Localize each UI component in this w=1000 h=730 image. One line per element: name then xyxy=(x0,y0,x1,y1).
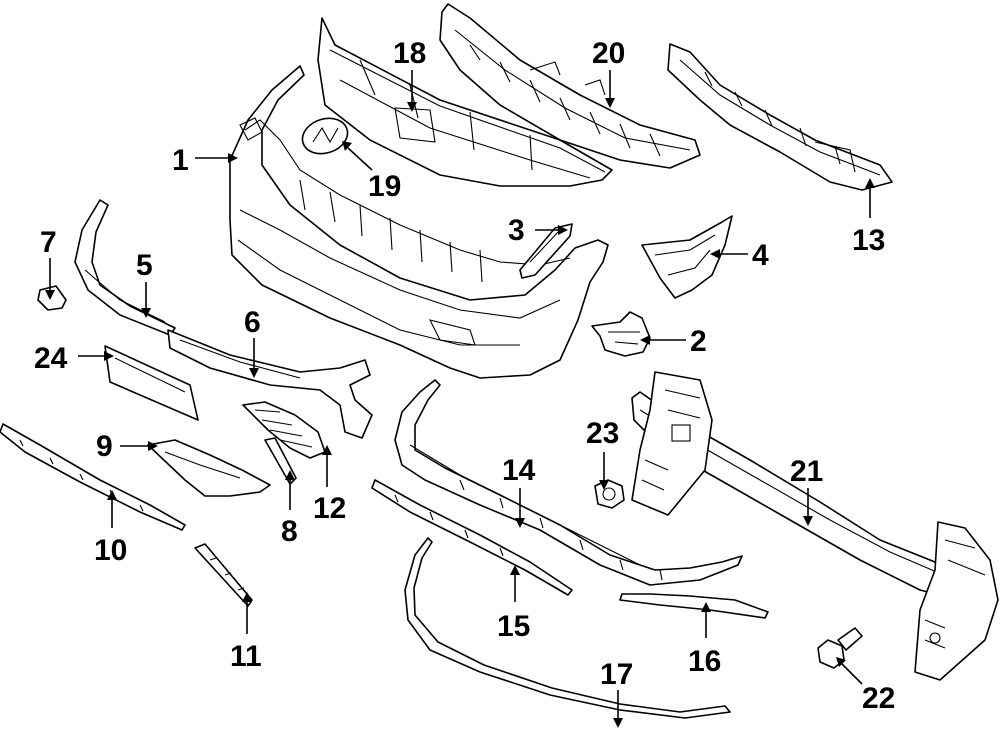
part-18-upper-grille[interactable] xyxy=(317,17,613,187)
callout-13: 13 xyxy=(852,224,885,257)
callout-1: 1 xyxy=(172,144,189,177)
callout-4: 4 xyxy=(752,239,769,272)
part-6-lower-molding[interactable] xyxy=(167,329,373,439)
part-19-emblem[interactable] xyxy=(298,113,352,160)
part-3-bracket[interactable] xyxy=(519,223,573,279)
callout-2: 2 xyxy=(690,325,707,358)
callout-15: 15 xyxy=(497,610,530,643)
part-5-molding[interactable] xyxy=(74,199,176,336)
callout-6: 6 xyxy=(244,306,261,339)
callout-14: 14 xyxy=(502,454,536,487)
callout-3: 3 xyxy=(508,214,525,247)
part-11-bracket[interactable] xyxy=(194,543,253,607)
callout-8: 8 xyxy=(281,515,298,548)
callout-22: 22 xyxy=(862,682,895,715)
callout-labels: 1 2 3 4 5 6 7 8 9 10 11 12 13 14 15 16 1… xyxy=(34,37,895,715)
callout-5: 5 xyxy=(136,249,153,282)
part-9-fog-cover[interactable] xyxy=(147,439,271,497)
part-2-mount-bracket[interactable] xyxy=(591,311,651,357)
part-4-side-bracket[interactable] xyxy=(641,215,733,299)
part-7-clip[interactable] xyxy=(37,285,67,311)
part-1-bumper-cover[interactable] xyxy=(229,65,609,379)
part-13-absorber[interactable] xyxy=(667,43,893,191)
part-24-plate-bracket[interactable] xyxy=(104,345,199,421)
part-12-lower-grille[interactable] xyxy=(242,401,326,459)
callout-21: 21 xyxy=(790,455,823,488)
callout-20: 20 xyxy=(592,37,625,70)
callout-9: 9 xyxy=(96,430,113,463)
part-8-trim[interactable] xyxy=(264,437,297,485)
leader-lines xyxy=(49,70,871,718)
part-15-lip-strip[interactable] xyxy=(371,479,573,596)
callout-12: 12 xyxy=(313,492,346,525)
callout-24: 24 xyxy=(34,342,68,375)
part-10-strip[interactable] xyxy=(0,423,186,531)
callout-10: 10 xyxy=(94,534,127,567)
part-17-lower-strip[interactable] xyxy=(404,537,731,719)
callout-19: 19 xyxy=(368,170,401,203)
part-16-strip[interactable] xyxy=(619,593,769,619)
callout-11: 11 xyxy=(230,640,262,673)
part-20-grille-bracket[interactable] xyxy=(439,3,701,169)
callout-18: 18 xyxy=(393,37,426,70)
callout-16: 16 xyxy=(688,645,721,678)
callout-7: 7 xyxy=(40,226,57,259)
callout-23: 23 xyxy=(586,417,619,450)
part-21-reinforcement-beam[interactable] xyxy=(631,371,999,681)
arrow-heads xyxy=(45,98,875,728)
part-23-nut[interactable] xyxy=(594,479,625,509)
callout-17: 17 xyxy=(600,658,633,691)
